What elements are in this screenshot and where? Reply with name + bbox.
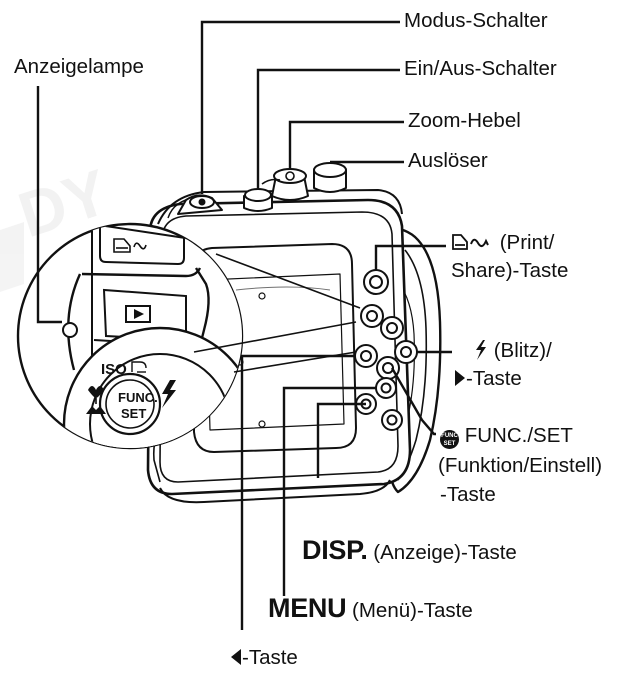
left-arrow-icon [230,648,242,666]
flash-icon [474,340,488,360]
label-zoom-hebel: Zoom-Hebel [408,109,521,133]
label-blitz-taste: -Taste [466,367,522,390]
label-menu-big: MENU [268,593,346,623]
label-modus-schalter: Modus-Schalter [404,9,548,33]
shutter-button-knob [314,163,346,192]
label-func-line1: FUNC./SET [465,424,573,447]
label-print-share-line2: Share)-Taste [451,259,568,283]
label-func-line2: (Funktion/Einstell) [438,454,602,478]
dial-iso-label: ISO [101,361,127,378]
label-func-line3: -Taste [440,483,496,507]
label-left-taste: -Taste [230,646,298,670]
label-anzeigelampe: Anzeigelampe [14,55,144,79]
power-button-knob [244,189,272,211]
label-left-rest: -Taste [242,646,298,669]
label-blitz: (Blitz)/ [474,339,552,363]
label-disp-big: DISP. [302,535,368,565]
dial-func-label: FUNC. [118,390,158,405]
dial-set-label: SET [121,406,146,421]
label-menu: MENU (Menü)-Taste [268,596,473,623]
print-share-icon [450,232,494,252]
leader-modus [202,22,400,194]
label-menu-rest: (Menü)-Taste [352,599,473,622]
label-disp-rest: (Anzeige)-Taste [373,541,517,564]
right-arrow-icon [454,369,466,387]
playback-icon [126,306,150,322]
label-blitz-line2: -Taste [454,367,522,391]
label-disp: DISP. (Anzeige)-Taste [302,538,517,565]
label-print-share: (Print/ [450,231,554,255]
label-ein-aus-schalter: Ein/Aus-Schalter [404,57,557,81]
label-print-line1: (Print/ [500,231,555,254]
label-blitz-line1: (Blitz)/ [494,339,552,362]
mode-switch-knob [178,195,222,214]
label-ausloeser: Auslöser [408,149,488,173]
